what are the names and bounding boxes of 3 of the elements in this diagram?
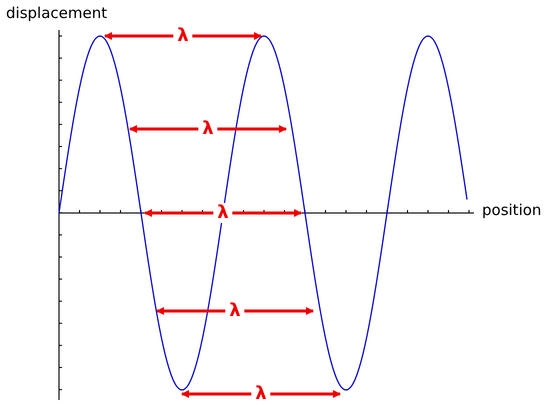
axis-title: displacement: [6, 4, 108, 22]
wavelength-label: λ: [213, 203, 233, 223]
axis-title: position: [482, 201, 542, 219]
